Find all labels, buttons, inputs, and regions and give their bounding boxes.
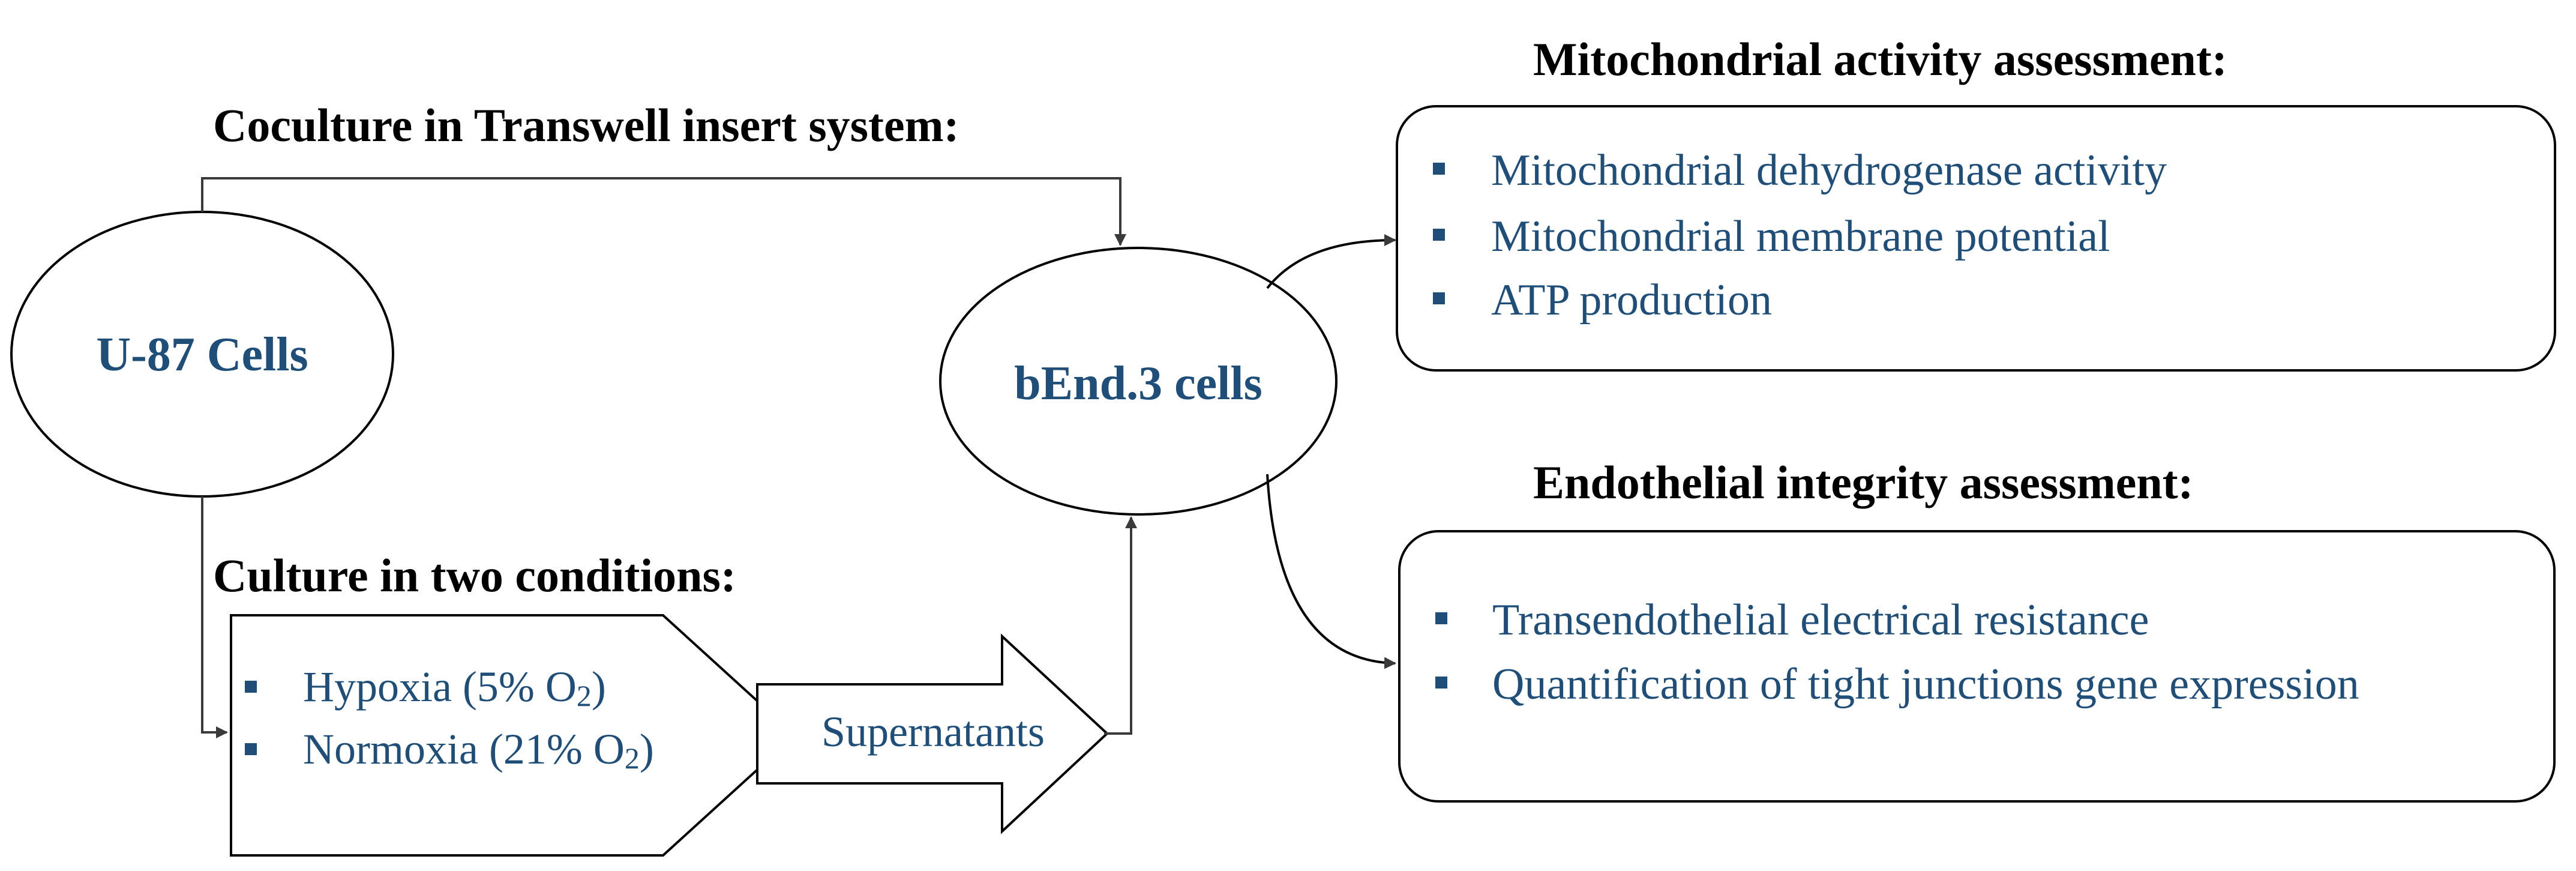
normoxia-bullet — [245, 743, 257, 755]
endo-assessment-box — [1398, 530, 2556, 803]
culture-heading: Culture in two conditions: — [213, 549, 736, 601]
endo-heading: Endothelial integrity assessment: — [1533, 456, 2194, 508]
endo-item-bullet — [1435, 612, 1447, 624]
endo-item-bullet — [1435, 677, 1447, 689]
coculture-heading: Coculture in Transwell insert system: — [213, 99, 959, 151]
normoxia-item: Normoxia (21% O2) — [303, 725, 654, 775]
culture-connector — [201, 496, 228, 738]
mito-item-bullet — [1433, 292, 1445, 304]
supernatants-connector — [1104, 516, 1137, 735]
bend3-cells-label: bEnd.3 cells — [1014, 357, 1262, 410]
endo-curve-arrow — [1266, 474, 1396, 669]
u87-cells-label: U-87 Cells — [96, 328, 308, 381]
conditions-box — [230, 614, 797, 857]
mito-item: Mitochondrial membrane potential — [1491, 212, 2110, 261]
mito-assessment-box — [1396, 105, 2556, 372]
mito-item: ATP production — [1491, 276, 1772, 325]
mito-heading: Mitochondrial activity assessment: — [1533, 33, 2227, 85]
mito-item: Mitochondrial dehydrogenase activity — [1491, 146, 2167, 195]
coculture-connector — [201, 177, 1126, 246]
mito-item-bullet — [1433, 163, 1445, 175]
mito-item-bullet — [1433, 229, 1445, 241]
hypoxia-bullet — [245, 681, 257, 693]
hypoxia-item: Hypoxia (5% O2) — [303, 663, 606, 713]
supernatants-arrow — [756, 633, 1109, 834]
endo-item: Quantification of tight junctions gene e… — [1492, 660, 2359, 709]
endo-item: Transendothelial electrical resistance — [1492, 595, 2149, 645]
supernatants-label: Supernatants — [821, 708, 1045, 756]
mito-curve-arrow — [1266, 234, 1396, 289]
bend3-cells-node — [939, 247, 1338, 516]
